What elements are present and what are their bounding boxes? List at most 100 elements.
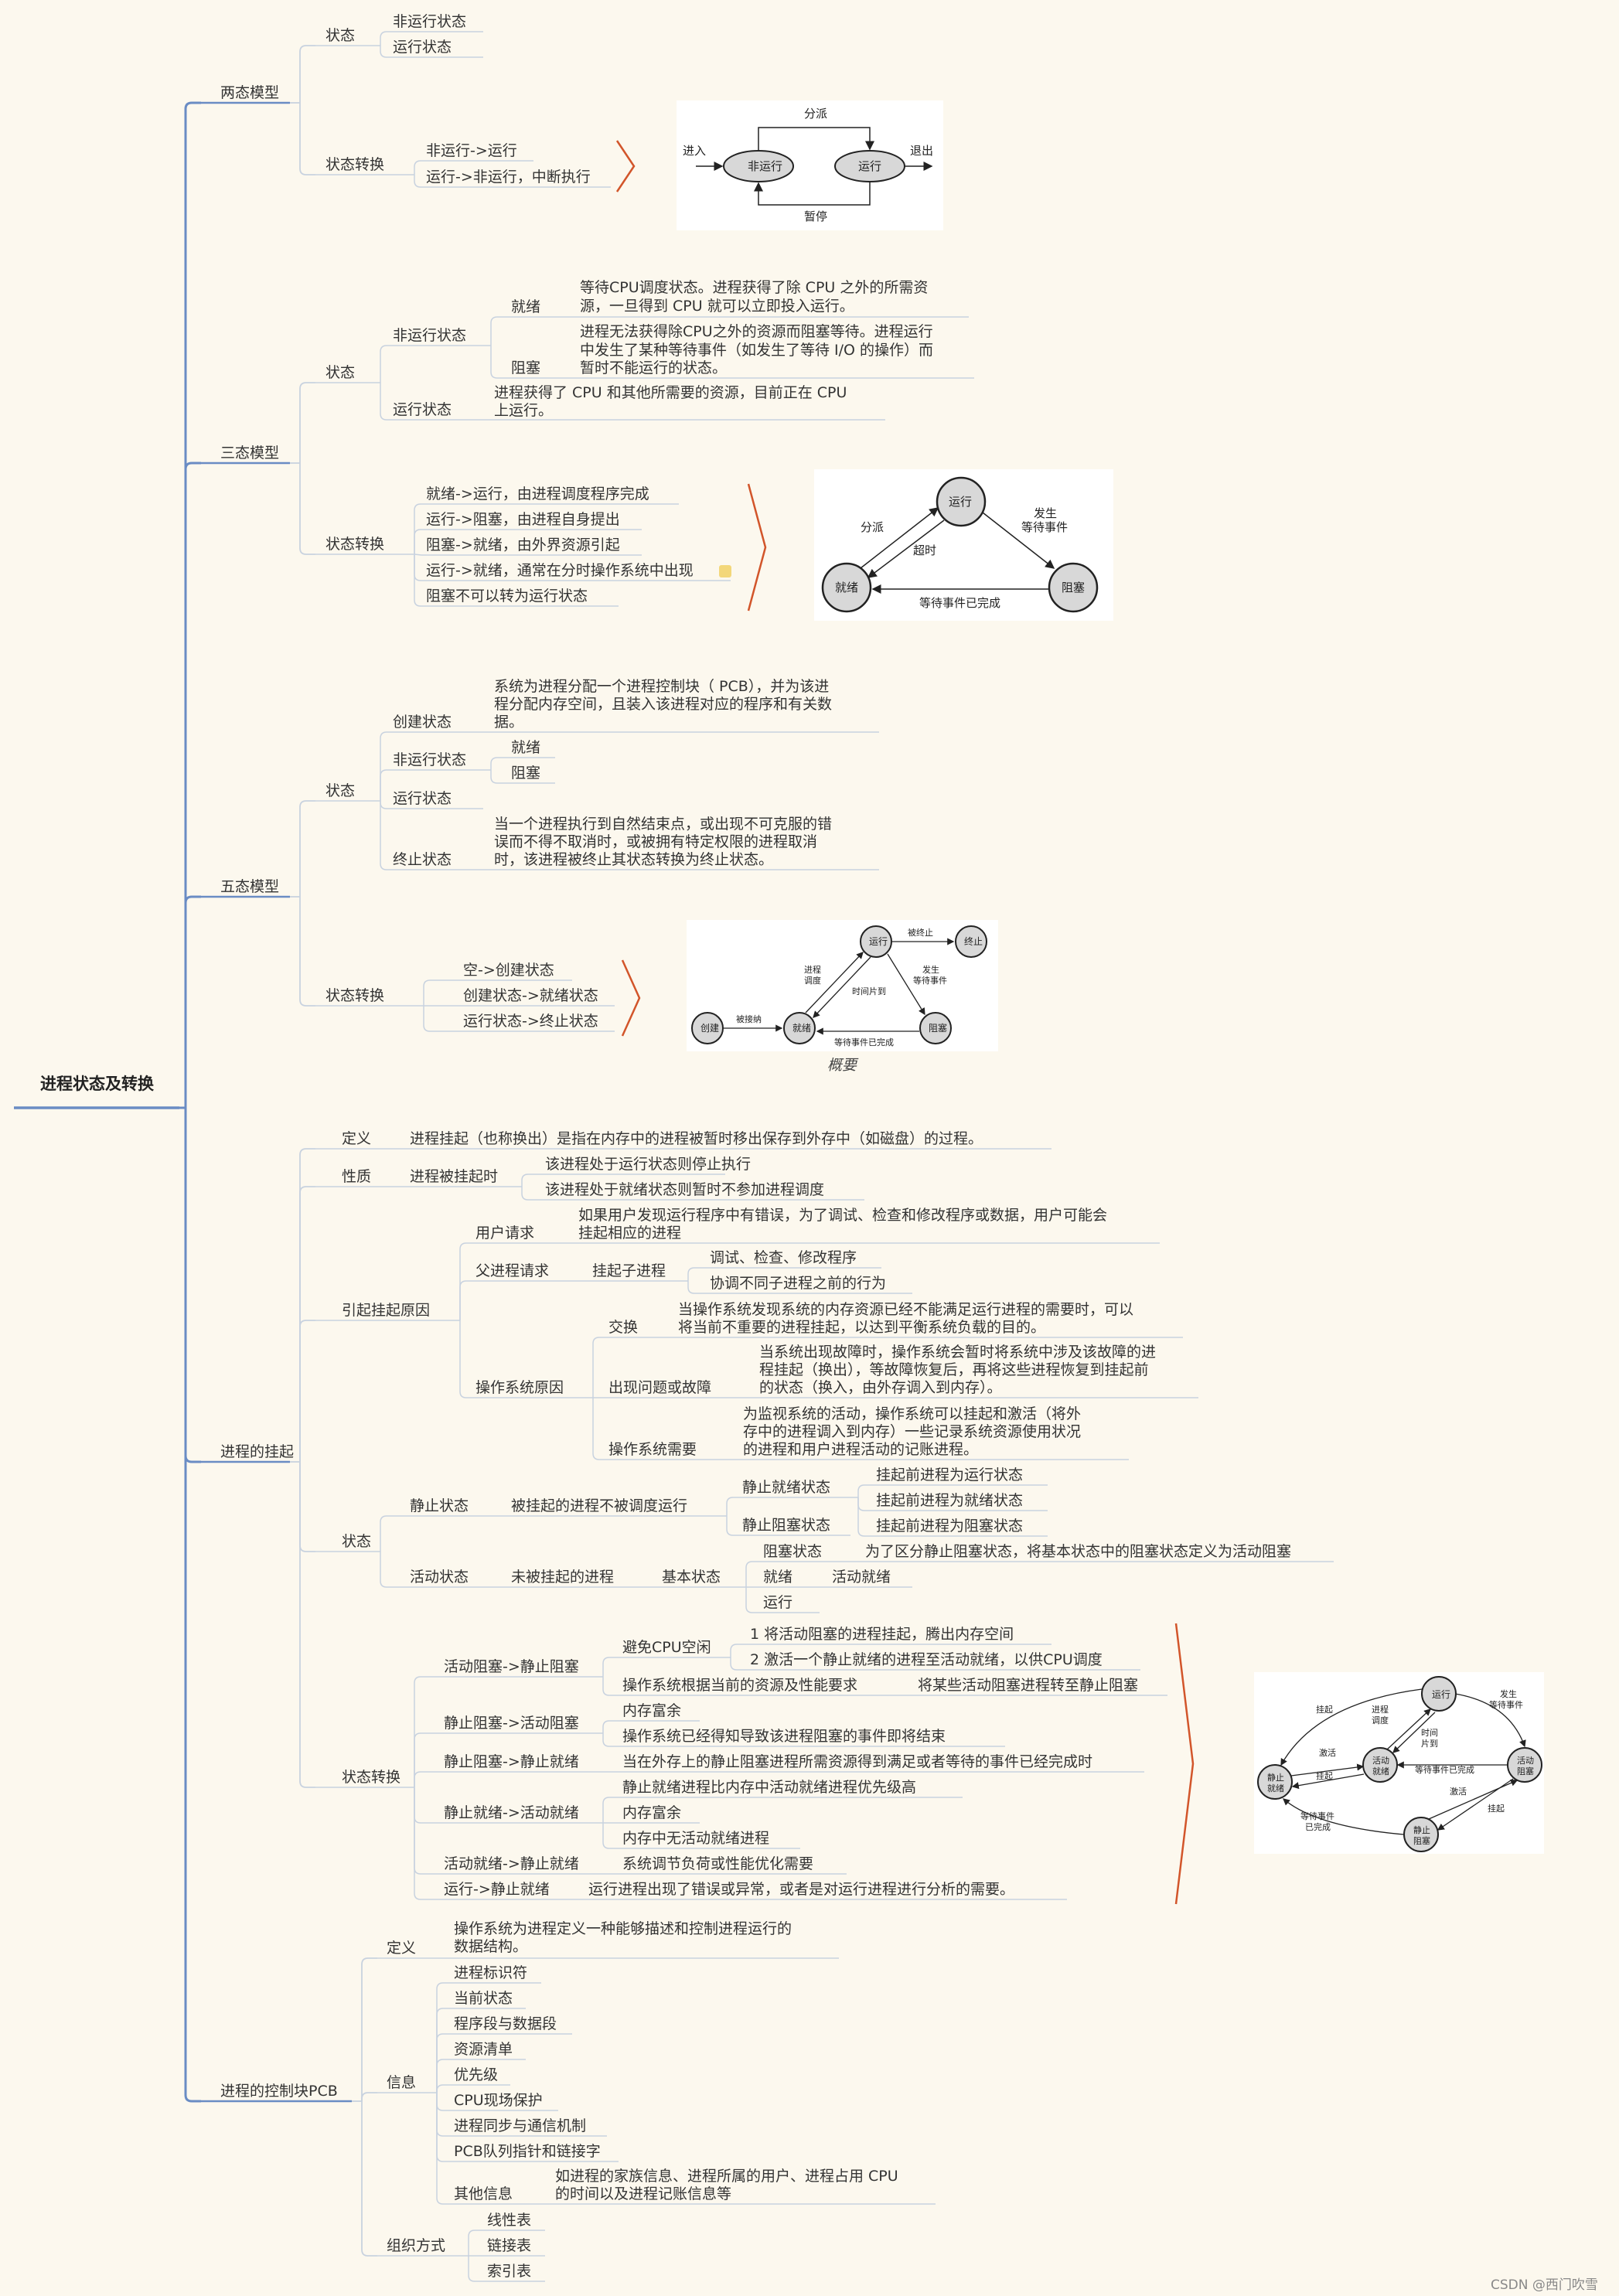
t1-cpu-item[interactable]: 1 将活动阻塞的进程挂起，腾出内存空间 bbox=[750, 1626, 1014, 1643]
three-trans-item[interactable]: 就绪->运行，由进程调度程序完成 bbox=[426, 485, 649, 502]
pcb-info-item[interactable]: 进程标识符 bbox=[454, 1964, 528, 1981]
branch-line bbox=[602, 1797, 611, 1823]
two-state-label[interactable]: 状态 bbox=[326, 27, 356, 44]
t6-label[interactable]: 运行->静止就绪 bbox=[444, 1881, 550, 1898]
pcb-info-item[interactable]: 进程同步与通信机制 bbox=[454, 2117, 587, 2134]
active-ready-label[interactable]: 活动就绪 bbox=[832, 1569, 891, 1586]
three-trans-label[interactable]: 状态转换 bbox=[326, 536, 385, 553]
t2-item[interactable]: 操作系统已经得知导致该进程阻塞的事件即将结束 bbox=[622, 1728, 946, 1745]
t1-cpu-item[interactable]: 2 激活一个静止就绪的进程至活动就绪，以供CPU调度 bbox=[750, 1651, 1103, 1668]
t1-os-label[interactable]: 操作系统根据当前的资源及性能要求 bbox=[622, 1677, 858, 1694]
t4-item[interactable]: 静止就绪进程比内存中活动就绪进程优先级高 bbox=[622, 1779, 917, 1796]
pcb-info-item[interactable]: PCB队列指针和链接字 bbox=[454, 2143, 601, 2160]
pcb-info-item[interactable]: 当前状态 bbox=[454, 1990, 513, 2007]
suspend-topic[interactable]: 进程的挂起 bbox=[220, 1443, 295, 1460]
five-trans-label[interactable]: 状态转换 bbox=[326, 987, 385, 1004]
cause-need-label[interactable]: 操作系统需要 bbox=[608, 1441, 697, 1458]
three-trans-item[interactable]: 阻塞不可以转为运行状态 bbox=[426, 588, 588, 605]
two-state-item[interactable]: 运行状态 bbox=[393, 39, 452, 56]
three-trans-item[interactable]: 阻塞->就绪，由外界资源引起 bbox=[426, 537, 620, 554]
t5-label[interactable]: 活动就绪->静止就绪 bbox=[444, 1855, 579, 1872]
basic-state-label[interactable]: 基本状态 bbox=[662, 1569, 721, 1586]
three-trans-item[interactable]: 运行->阻塞，由进程自身提出 bbox=[426, 511, 620, 528]
five-term-label[interactable]: 终止状态 bbox=[393, 851, 452, 868]
two-trans-item[interactable]: 运行->非运行，中断执行 bbox=[426, 169, 591, 186]
five-nonrun-item[interactable]: 就绪 bbox=[511, 739, 541, 756]
suspend-state-label[interactable]: 状态 bbox=[342, 1533, 372, 1550]
three-nonrun-label[interactable]: 非运行状态 bbox=[393, 327, 467, 344]
static-blocked-label[interactable]: 静止阻塞状态 bbox=[742, 1517, 831, 1534]
pcb-other-label[interactable]: 其他信息 bbox=[454, 2185, 513, 2202]
t2-label[interactable]: 静止阻塞->活动阻塞 bbox=[444, 1715, 579, 1732]
t4-item[interactable]: 内存富余 bbox=[622, 1804, 682, 1821]
cause-user-label[interactable]: 用户请求 bbox=[475, 1225, 535, 1242]
pcb-topic[interactable]: 进程的控制块PCB bbox=[220, 2083, 338, 2100]
pcb-info-item[interactable]: 程序段与数据段 bbox=[454, 2015, 557, 2032]
t3-label[interactable]: 静止阻塞->静止就绪 bbox=[444, 1753, 579, 1770]
cause-parent-item[interactable]: 协调不同子进程之前的行为 bbox=[710, 1275, 887, 1292]
branch-line bbox=[521, 1174, 530, 1187]
five-nonrun-label[interactable]: 非运行状态 bbox=[393, 751, 467, 768]
static-ready-label[interactable]: 静止就绪状态 bbox=[742, 1479, 831, 1496]
suspend-cause-label[interactable]: 引起挂起原因 bbox=[342, 1302, 431, 1319]
t4-label[interactable]: 静止就绪->活动就绪 bbox=[444, 1804, 579, 1821]
static-state-sub[interactable]: 被挂起的进程不被调度运行 bbox=[511, 1497, 688, 1514]
cause-parent-sub[interactable]: 挂起子进程 bbox=[592, 1262, 666, 1279]
five-trans-item[interactable]: 运行状态->终止状态 bbox=[463, 1013, 598, 1030]
pcb-org-item[interactable]: 索引表 bbox=[487, 2263, 532, 2280]
pcb-org-item[interactable]: 线性表 bbox=[487, 2212, 532, 2229]
five-trans-item[interactable]: 创建状态->就绪状态 bbox=[463, 987, 598, 1004]
static-item[interactable]: 挂起前进程为阻塞状态 bbox=[876, 1518, 1024, 1535]
static-item[interactable]: 挂起前进程为运行状态 bbox=[876, 1467, 1024, 1484]
cause-parent-label[interactable]: 父进程请求 bbox=[475, 1262, 550, 1279]
five-state-label[interactable]: 状态 bbox=[326, 782, 356, 799]
t2-item[interactable]: 内存富余 bbox=[622, 1702, 682, 1719]
t1-cpu-label[interactable]: 避免CPU空闲 bbox=[622, 1639, 711, 1656]
suspend-trans-label[interactable]: 状态转换 bbox=[342, 1769, 401, 1786]
suspend-prop-item[interactable]: 该进程处于运行状态则停止执行 bbox=[545, 1156, 752, 1173]
active-state-label[interactable]: 活动状态 bbox=[410, 1569, 469, 1586]
suspend-def-label[interactable]: 定义 bbox=[342, 1130, 372, 1147]
pcb-info-item[interactable]: 优先级 bbox=[454, 2066, 499, 2083]
three-run-label[interactable]: 运行状态 bbox=[393, 401, 452, 418]
t1-label[interactable]: 活动阻塞->静止阻塞 bbox=[444, 1658, 579, 1675]
two-trans-label[interactable]: 状态转换 bbox=[326, 156, 385, 173]
note-icon[interactable] bbox=[719, 565, 731, 577]
active-state-sub[interactable]: 未被挂起的进程 bbox=[511, 1569, 615, 1586]
three-trans-item[interactable]: 运行->就绪，通常在分时操作系统中出现 bbox=[426, 562, 694, 579]
pcb-org-label[interactable]: 组织方式 bbox=[387, 2237, 446, 2254]
static-item[interactable]: 挂起前进程为就绪状态 bbox=[876, 1492, 1024, 1509]
five-run-label[interactable]: 运行状态 bbox=[393, 790, 452, 807]
cause-os-label[interactable]: 操作系统原因 bbox=[475, 1379, 564, 1396]
two-state-model[interactable]: 两态模型 bbox=[220, 84, 280, 101]
pcb-info-label[interactable]: 信息 bbox=[387, 2074, 417, 2091]
three-state-label[interactable]: 状态 bbox=[326, 364, 356, 381]
five-create-label[interactable]: 创建状态 bbox=[393, 714, 452, 731]
five-nonrun-item[interactable]: 阻塞 bbox=[511, 765, 541, 782]
suspend-prop-sub[interactable]: 进程被挂起时 bbox=[410, 1168, 499, 1185]
three-blocked-label[interactable]: 阻塞 bbox=[511, 359, 541, 376]
blocked-state-label[interactable]: 阻塞状态 bbox=[763, 1543, 823, 1560]
branch-line bbox=[602, 1677, 611, 1696]
five-trans-item[interactable]: 空->创建状态 bbox=[463, 962, 554, 979]
ready-label[interactable]: 就绪 bbox=[763, 1569, 793, 1586]
pcb-def-label[interactable]: 定义 bbox=[387, 1940, 417, 1957]
static-state-label[interactable]: 静止状态 bbox=[410, 1497, 469, 1514]
suspend-prop-item[interactable]: 该进程处于就绪状态则暂时不参加进程调度 bbox=[545, 1181, 825, 1198]
branch-line bbox=[490, 346, 499, 379]
three-ready-label[interactable]: 就绪 bbox=[511, 298, 541, 315]
three-state-model[interactable]: 三态模型 bbox=[220, 445, 280, 462]
cause-fault-label[interactable]: 出现问题或故障 bbox=[608, 1379, 712, 1396]
five-state-model[interactable]: 五态模型 bbox=[220, 878, 280, 895]
two-state-item[interactable]: 非运行状态 bbox=[393, 13, 467, 30]
pcb-org-item[interactable]: 链接表 bbox=[487, 2237, 532, 2254]
t4-item[interactable]: 内存中无活动就绪进程 bbox=[622, 1830, 770, 1847]
cause-parent-item[interactable]: 调试、检查、修改程序 bbox=[710, 1249, 857, 1266]
pcb-info-item[interactable]: CPU现场保护 bbox=[454, 2092, 543, 2109]
suspend-prop-label[interactable]: 性质 bbox=[342, 1168, 372, 1185]
root-topic[interactable]: 进程状态及转换 bbox=[40, 1075, 154, 1093]
running-label[interactable]: 运行 bbox=[763, 1594, 793, 1611]
pcb-info-item[interactable]: 资源清单 bbox=[454, 2041, 513, 2058]
cause-swap-label[interactable]: 交换 bbox=[608, 1319, 639, 1336]
two-trans-item[interactable]: 非运行->运行 bbox=[426, 142, 517, 159]
